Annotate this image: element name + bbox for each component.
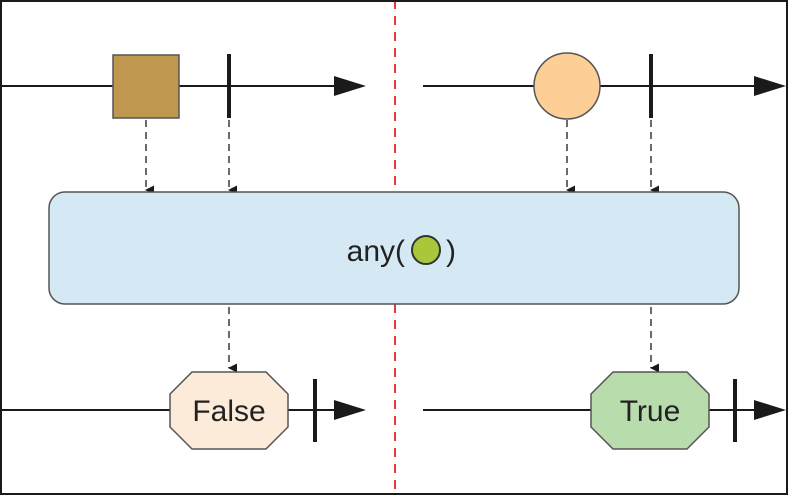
false-result-label: False [192, 395, 265, 428]
right-output-timeline: True [423, 371, 786, 450]
left-output-timeline: False [0, 371, 366, 450]
circle-marble [533, 52, 601, 120]
green-circle-icon [411, 235, 441, 265]
operator-box [48, 191, 740, 305]
true-result-label: True [620, 395, 681, 428]
right-input-timeline [423, 52, 786, 120]
operator-label-suffix: ) [446, 235, 456, 268]
operator-label-prefix: any( [347, 235, 405, 268]
input-arrows [145, 120, 659, 195]
square-marble [112, 54, 180, 119]
true-octagon [590, 371, 710, 450]
false-octagon [169, 371, 289, 450]
output-arrows [228, 307, 659, 373]
left-input-timeline [0, 54, 366, 119]
